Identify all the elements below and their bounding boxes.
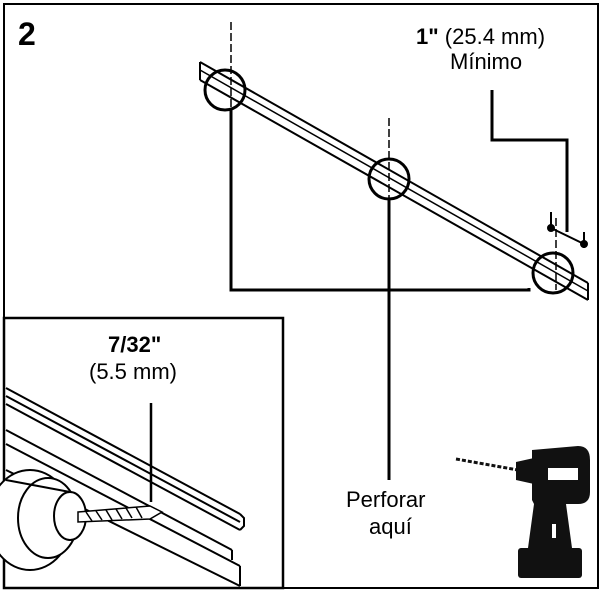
spacing-word: Mínimo: [450, 49, 523, 74]
leader-lines: [229, 90, 569, 480]
drill-label-line2: aquí: [369, 514, 412, 539]
bit-size: 7/32": [108, 332, 162, 357]
power-drill-icon: [455, 446, 590, 578]
drill-point-circle-icon: [203, 68, 247, 112]
panel-border: [3, 3, 599, 589]
spacing-metric: (25.4 mm): [444, 24, 546, 49]
mounting-rail: [199, 61, 589, 301]
drill-label-line1: Perforar: [346, 487, 426, 512]
drill-bit-icon: [77, 505, 164, 523]
step-number: 2: [18, 16, 36, 52]
spacing-label: 1" (25.4 mm): [416, 26, 545, 48]
bit-metric: (5.5 mm): [89, 359, 177, 384]
inset-rail: [5, 387, 245, 587]
drill-point-circle-icon: [531, 251, 575, 295]
spacing-value: 1": [416, 24, 439, 49]
spacing-dimension: [547, 212, 588, 248]
drill-chuck: [0, 469, 87, 571]
